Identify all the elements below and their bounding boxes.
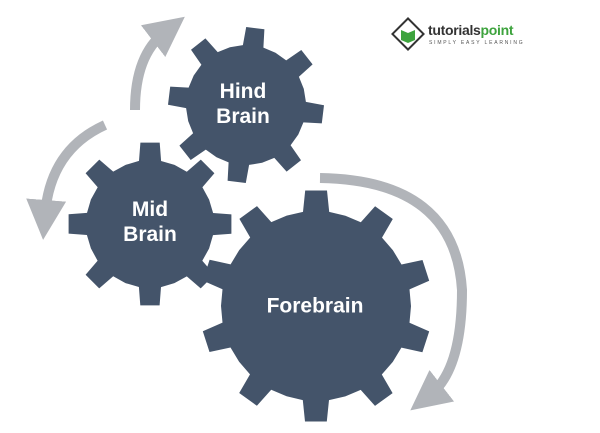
cycle-arrow-right [319,173,468,411]
tutorialspoint-logo: tutorialspoint SIMPLY EASY LEARNING [388,14,533,54]
cycle-arrow-left [26,120,108,240]
logo-icon [391,17,425,51]
cycle-arrow-top [130,16,185,111]
gear-hind-brain [168,27,324,183]
gear-forebrain [202,190,430,422]
logo-tagline: SIMPLY EASY LEARNING [429,40,525,46]
logo-text: tutorialspoint [428,22,514,38]
label-forebrain: Forebrain [266,294,364,318]
gear-mid-brain [68,142,232,306]
